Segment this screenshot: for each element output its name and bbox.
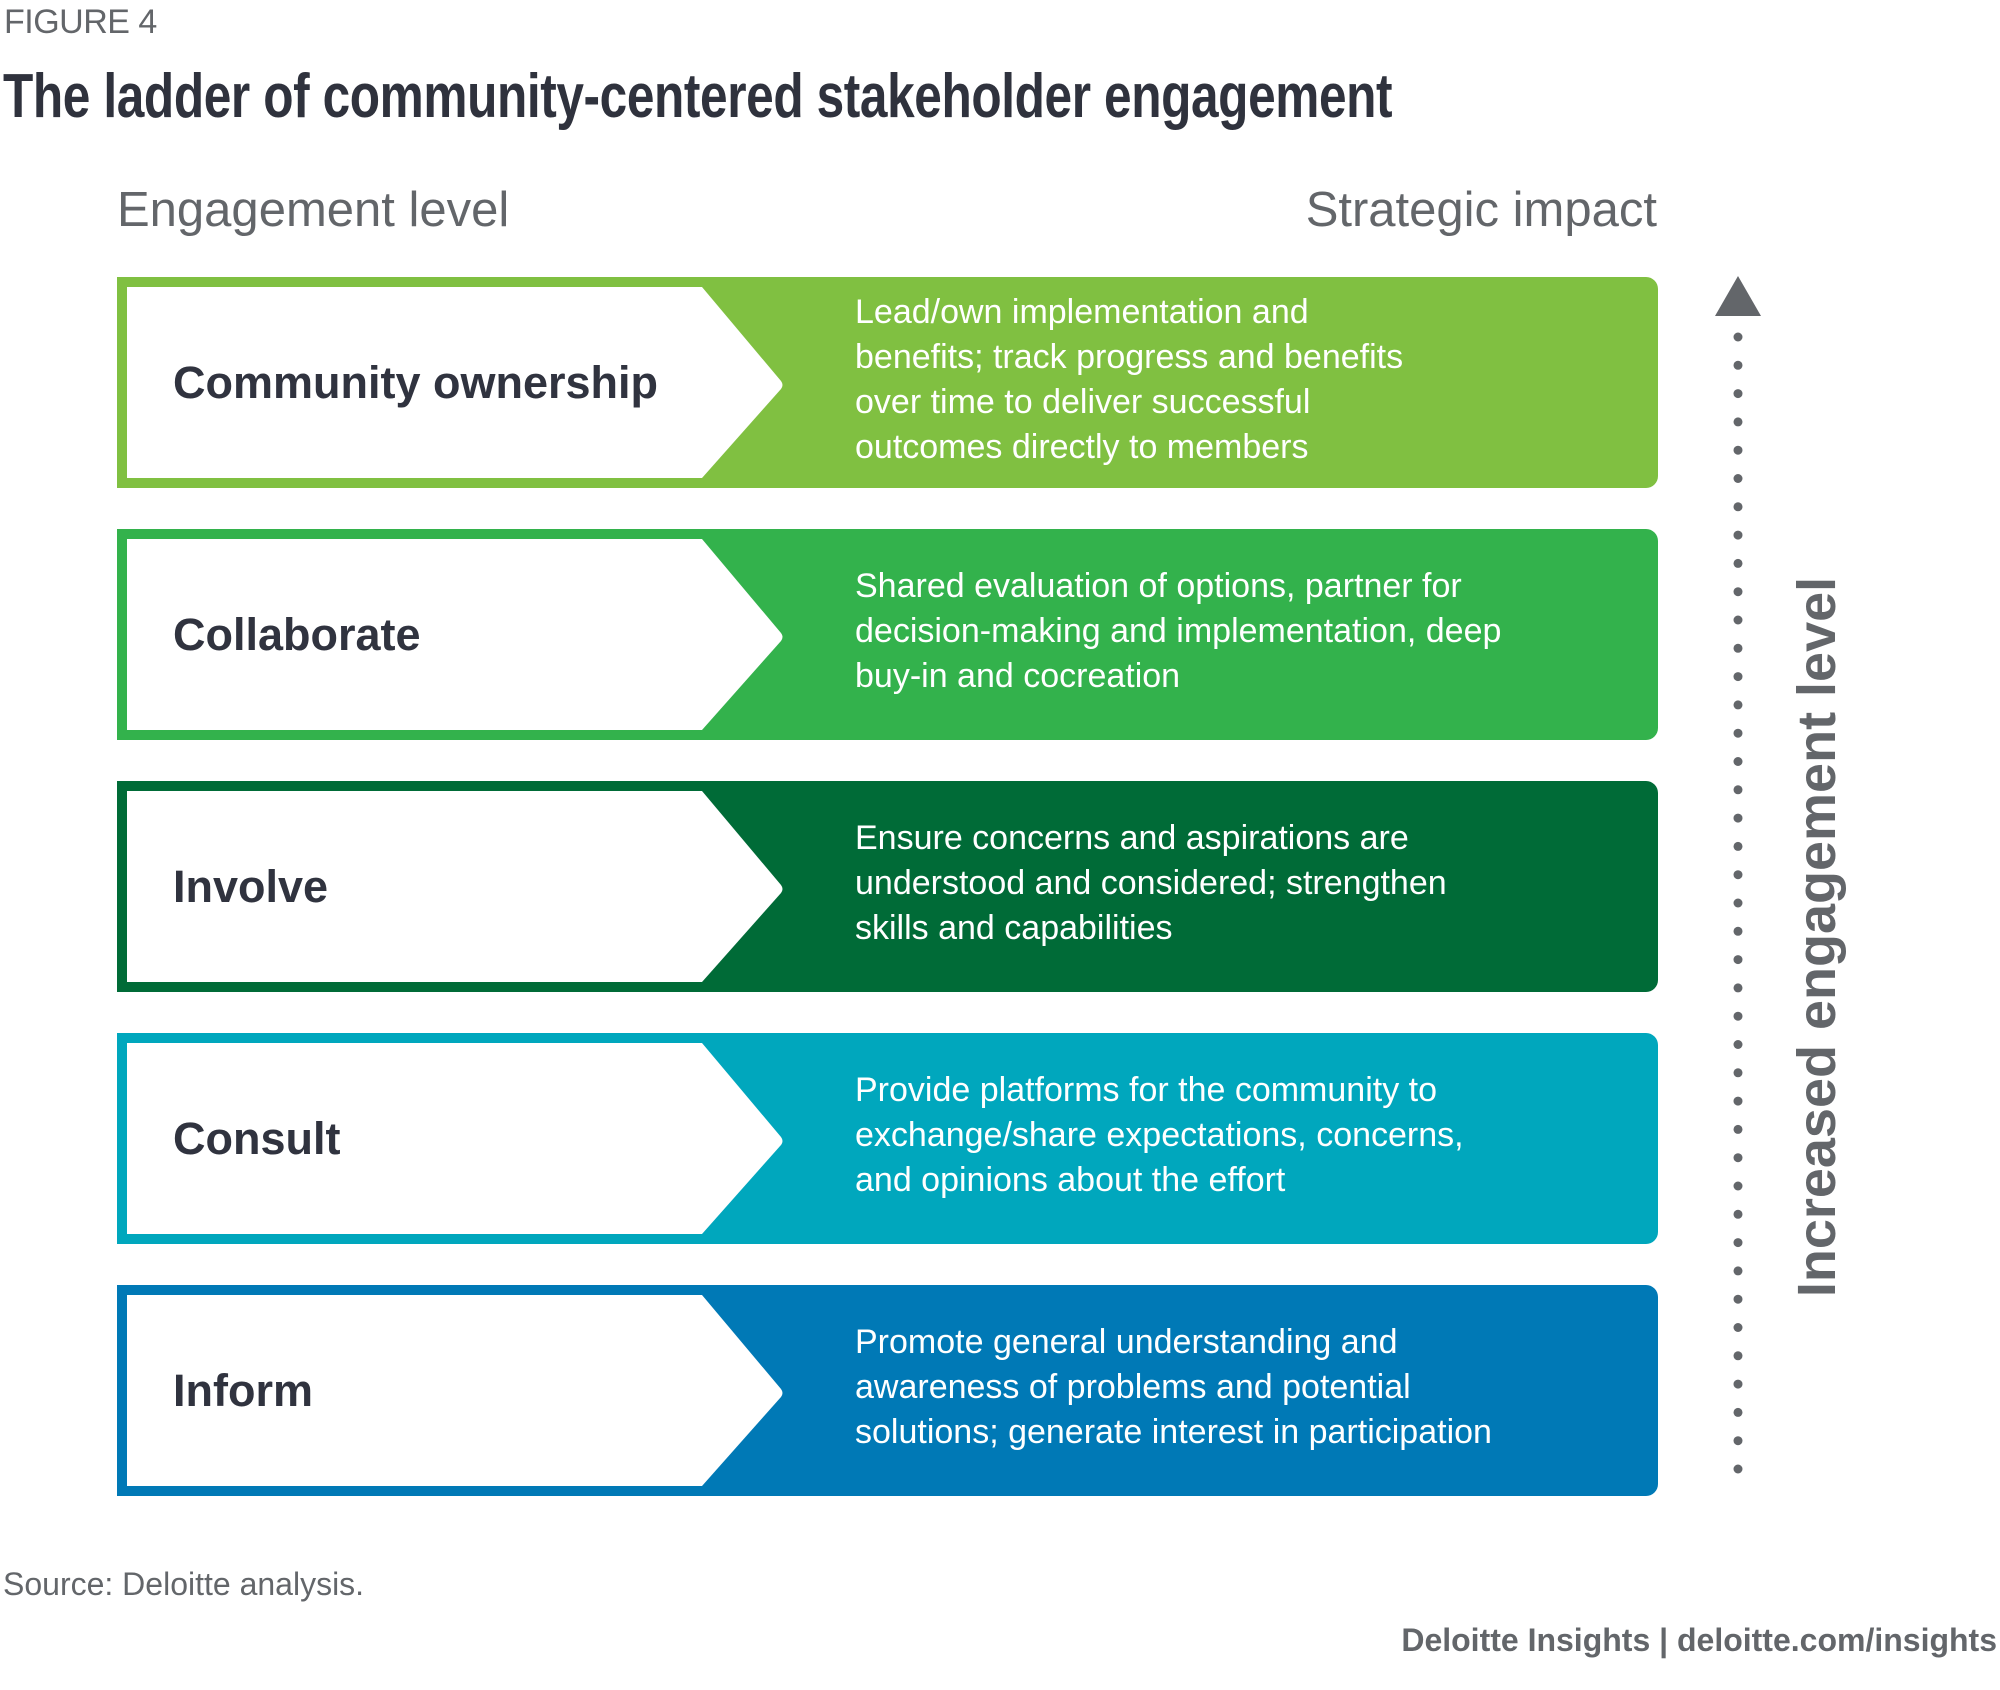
figure-title: The ladder of community-centered stakeho…	[3, 62, 1393, 131]
dot	[1733, 1040, 1743, 1049]
dot	[1733, 757, 1743, 766]
row-chevron-panel	[127, 287, 783, 478]
impact-line: Ensure concerns and aspirations are	[855, 819, 1409, 857]
arrow-up-dotted-icon	[1715, 276, 1761, 1474]
dot	[1733, 445, 1743, 455]
dot	[1733, 1096, 1743, 1106]
ladder-row-involve: Involve Ensure concerns and aspirations …	[117, 781, 1658, 992]
dot	[1733, 955, 1743, 965]
strategic-impact-text: Provide platforms for the community to e…	[855, 1033, 1464, 1238]
impact-line: benefits; track progress and benefits	[855, 337, 1404, 376]
dot	[1733, 1238, 1743, 1248]
row-chevron-panel	[127, 539, 783, 730]
dot	[1733, 1209, 1743, 1219]
dot	[1733, 672, 1743, 682]
dot	[1733, 1181, 1743, 1191]
dot	[1733, 785, 1743, 795]
increased-engagement-label: Increased engagement level	[1787, 576, 1847, 1298]
dot	[1733, 983, 1743, 993]
engagement-level-label: Collaborate	[173, 608, 421, 660]
dot	[1733, 389, 1743, 399]
dot	[1733, 813, 1743, 823]
dot	[1733, 1351, 1743, 1361]
dot	[1733, 898, 1743, 908]
impact-line: Lead/own implementation and	[855, 292, 1309, 331]
dot	[1733, 1124, 1743, 1134]
impact-line: Promote general understanding and	[855, 1323, 1398, 1361]
dot	[1733, 1294, 1743, 1304]
dot	[1733, 1153, 1743, 1163]
ladder-row-collaborate: Collaborate Shared evaluation of options…	[117, 529, 1658, 740]
impact-line: and opinions about the effort	[855, 1161, 1286, 1199]
dot	[1733, 587, 1743, 597]
strategic-impact-text: Promote general understanding and awaren…	[855, 1285, 1492, 1490]
dot	[1733, 474, 1743, 483]
dot	[1733, 1068, 1743, 1078]
dot	[1733, 700, 1743, 710]
dot	[1733, 1436, 1743, 1446]
dot	[1733, 558, 1743, 568]
ladder-row-community-ownership: Community ownership Lead/own implementat…	[117, 277, 1658, 488]
row-chevron-panel	[127, 1043, 783, 1234]
impact-line: over time to deliver successful	[855, 382, 1311, 421]
ladder-row-inform: Inform Promote general understanding and…	[117, 1285, 1658, 1496]
engagement-level-label: Involve	[173, 860, 329, 912]
dot	[1733, 870, 1743, 880]
engagement-level-label: Consult	[173, 1112, 341, 1164]
figure-label: FIGURE 4	[4, 3, 157, 41]
dot	[1733, 1011, 1743, 1021]
impact-line: awareness of problems and potential	[855, 1368, 1411, 1406]
chevron-shape	[127, 1043, 783, 1234]
dot	[1733, 1464, 1743, 1474]
strategic-impact-text: Shared evaluation of options, partner fo…	[855, 529, 1501, 734]
dot	[1733, 643, 1743, 653]
strategic-impact-text: Ensure concerns and aspirations are unde…	[855, 781, 1447, 986]
row-chevron-panel	[127, 791, 783, 982]
arrow-head-icon	[1715, 276, 1761, 316]
column-header-engagement-level: Engagement level	[117, 183, 510, 237]
impact-line: buy-in and cocreation	[855, 657, 1181, 695]
dot	[1733, 502, 1743, 512]
impact-line: exchange/share expectations, concerns,	[855, 1116, 1464, 1154]
chevron-shape	[127, 1295, 783, 1486]
dot	[1733, 841, 1743, 851]
chevron-shape	[127, 791, 783, 982]
impact-line: outcomes directly to members	[855, 427, 1309, 466]
chevron-shape	[127, 287, 783, 478]
engagement-level-label: Inform	[173, 1364, 313, 1416]
dot	[1733, 1266, 1743, 1276]
impact-line: Shared evaluation of options, partner fo…	[855, 567, 1462, 605]
engagement-level-label: Community ownership	[173, 356, 659, 408]
dot	[1733, 360, 1743, 370]
dot	[1733, 332, 1743, 342]
impact-line: Provide platforms for the community to	[855, 1071, 1438, 1109]
dotted-line	[1733, 332, 1743, 1474]
impact-line: skills and capabilities	[855, 909, 1173, 947]
dot	[1733, 1407, 1743, 1417]
row-chevron-panel	[127, 1295, 783, 1486]
impact-line: decision-making and implementation, deep	[855, 612, 1502, 650]
dot	[1733, 530, 1743, 540]
source-note: Source: Deloitte analysis.	[3, 1566, 365, 1602]
dot	[1733, 1323, 1743, 1332]
dot	[1733, 926, 1743, 936]
strategic-impact-text: Lead/own implementation and benefits; tr…	[855, 277, 1403, 482]
dot	[1733, 417, 1743, 427]
dot	[1733, 615, 1743, 625]
impact-line: solutions; generate interest in particip…	[855, 1413, 1492, 1451]
footer-credit: Deloitte Insights | deloitte.com/insight…	[1401, 1622, 1997, 1658]
dot	[1733, 728, 1743, 738]
impact-line: understood and considered; strengthen	[855, 864, 1447, 902]
dot	[1733, 1379, 1743, 1389]
ladder-row-consult: Consult Provide platforms for the commun…	[117, 1033, 1658, 1244]
chevron-shape	[127, 539, 783, 730]
column-header-strategic-impact: Strategic impact	[1305, 183, 1657, 237]
